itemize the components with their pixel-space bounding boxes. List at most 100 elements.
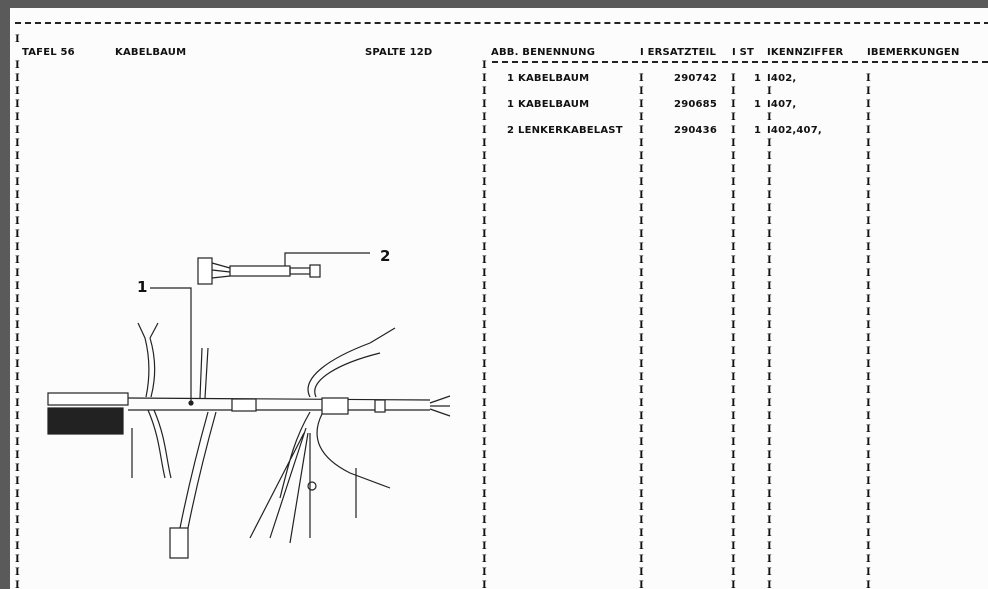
column-marker: I <box>731 281 736 292</box>
column-marker: I <box>15 125 20 136</box>
column-marker: I <box>482 151 487 162</box>
column-marker: I <box>482 307 487 318</box>
spalte-label: SPALTE 12D <box>365 47 433 58</box>
column-marker: I <box>482 125 487 136</box>
column-marker: I <box>482 138 487 149</box>
row-benennung: LENKERKABELAST <box>518 125 623 136</box>
column-marker: I <box>731 476 736 487</box>
column-marker: I <box>731 190 736 201</box>
column-marker: I <box>866 229 871 240</box>
column-marker: I <box>15 242 20 253</box>
column-marker: I <box>731 333 736 344</box>
column-marker: I <box>767 346 772 357</box>
column-marker: I <box>15 411 20 422</box>
column-marker: I <box>731 411 736 422</box>
column-marker: I <box>639 333 644 344</box>
column-marker: I <box>767 138 772 149</box>
column-marker: I <box>482 489 487 500</box>
row-st: 1 <box>754 99 762 110</box>
column-marker: I <box>767 294 772 305</box>
column-marker: I <box>639 359 644 370</box>
column-marker: I <box>731 385 736 396</box>
column-marker: I <box>639 398 644 409</box>
column-marker: I <box>731 515 736 526</box>
row-benennung: KABELBAUM <box>518 73 590 84</box>
row-ersatzteil: 290685 <box>674 99 717 110</box>
column-marker: I <box>639 450 644 461</box>
column-marker: I <box>15 34 20 45</box>
col-bemerkungen: IBEMERKUNGEN <box>867 47 960 58</box>
column-marker: I <box>15 359 20 370</box>
column-marker: I <box>731 294 736 305</box>
column-marker: I <box>866 255 871 266</box>
column-marker: I <box>482 541 487 552</box>
column-marker: I <box>767 203 772 214</box>
column-marker: I <box>866 151 871 162</box>
column-marker: I <box>866 203 871 214</box>
wiring-harness-diagram <box>47 252 451 559</box>
column-marker: I <box>639 476 644 487</box>
column-marker: I <box>731 229 736 240</box>
column-marker: I <box>767 528 772 539</box>
column-marker: I <box>767 554 772 565</box>
column-marker: I <box>15 476 20 487</box>
column-marker: I <box>866 216 871 227</box>
column-marker: I <box>15 60 20 71</box>
column-marker: I <box>767 255 772 266</box>
column-marker: I <box>767 567 772 578</box>
column-marker: I <box>15 190 20 201</box>
col-st: I ST <box>732 47 755 58</box>
column-marker: I <box>731 151 736 162</box>
column-marker: I <box>767 177 772 188</box>
column-marker: I <box>639 541 644 552</box>
column-marker: I <box>731 359 736 370</box>
column-marker: I <box>767 541 772 552</box>
column-marker: I <box>731 528 736 539</box>
column-marker: I <box>15 281 20 292</box>
column-marker: I <box>15 203 20 214</box>
column-marker: I <box>482 60 487 71</box>
column-marker: I <box>767 359 772 370</box>
column-marker: I <box>639 229 644 240</box>
column-marker: I <box>866 372 871 383</box>
column-marker: I <box>639 112 644 123</box>
column-marker: I <box>731 554 736 565</box>
column-marker: I <box>639 502 644 513</box>
column-marker: I <box>482 281 487 292</box>
column-marker: I <box>15 99 20 110</box>
harness-1-kabelbaum <box>47 287 451 559</box>
column-marker: I <box>639 489 644 500</box>
column-marker: I <box>15 398 20 409</box>
column-marker: I <box>639 164 644 175</box>
column-marker: I <box>731 489 736 500</box>
column-marker: I <box>482 294 487 305</box>
column-marker: I <box>15 489 20 500</box>
column-marker: I <box>482 255 487 266</box>
column-marker: I <box>15 502 20 513</box>
column-marker: I <box>866 346 871 357</box>
column-marker: I <box>482 398 487 409</box>
column-marker: I <box>866 476 871 487</box>
row-st: 1 <box>754 73 762 84</box>
column-marker: I <box>767 372 772 383</box>
column-marker: I <box>482 177 487 188</box>
column-marker: I <box>15 541 20 552</box>
row-st: 1 <box>754 125 762 136</box>
column-marker: I <box>731 424 736 435</box>
column-marker: I <box>639 372 644 383</box>
row-abb: 2 <box>507 125 515 136</box>
column-marker: I <box>482 203 487 214</box>
column-marker: I <box>639 73 644 84</box>
column-marker: I <box>731 307 736 318</box>
column-marker: I <box>482 424 487 435</box>
column-marker: I <box>767 398 772 409</box>
col-abb-benennung: ABB. BENENNUNG <box>491 47 596 58</box>
column-marker: I <box>731 138 736 149</box>
column-marker: I <box>482 359 487 370</box>
column-marker: I <box>731 437 736 448</box>
column-marker: I <box>15 333 20 344</box>
column-marker: I <box>767 502 772 513</box>
row-benennung: KABELBAUM <box>518 99 590 110</box>
column-marker: I <box>866 190 871 201</box>
column-marker: I <box>866 99 871 110</box>
